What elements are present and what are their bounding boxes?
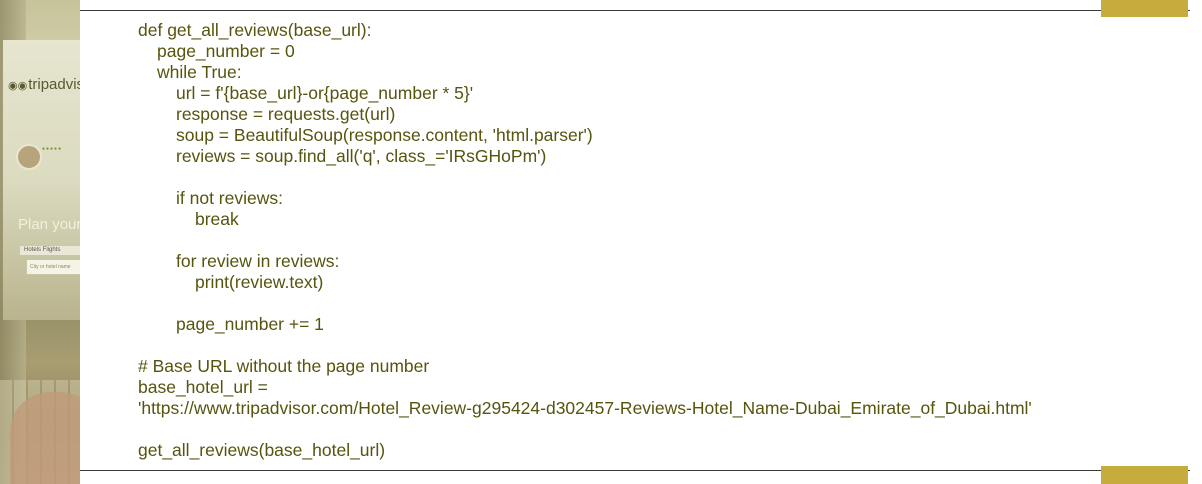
code-line: url = f'{base_url}-or{page_number * 5}' <box>176 83 474 103</box>
code-line <box>138 167 1032 188</box>
code-line: reviews = soup.find_all('q', class_='IRs… <box>176 146 547 166</box>
code-line <box>138 293 1032 314</box>
code-block: def get_all_reviews(base_url): page_numb… <box>138 20 1032 461</box>
background-photo: ◉◉tripadvis ●●●●● Plan your Hotels Fligh… <box>0 0 80 484</box>
code-line: page_number += 1 <box>176 314 324 334</box>
code-line <box>138 230 1032 251</box>
top-accent-bar <box>1101 0 1188 17</box>
code-line: page_number = 0 <box>157 41 295 61</box>
code-line: for review in reviews: <box>176 251 340 271</box>
code-line: get_all_reviews(base_hotel_url) <box>138 440 386 460</box>
code-line: if not reviews: <box>176 188 283 208</box>
hand <box>10 392 80 484</box>
logo-text: tripadvis <box>28 76 80 93</box>
code-line: soup = BeautifulSoup(response.content, '… <box>176 125 593 145</box>
code-line <box>138 335 1032 356</box>
avatar <box>16 144 42 170</box>
photo-tabs: Hotels Flights <box>20 246 80 255</box>
tripadvisor-logo: ◉◉tripadvis <box>8 76 80 93</box>
top-rule <box>80 10 1190 11</box>
code-line <box>138 419 1032 440</box>
photo-search-field: City or hotel name <box>26 259 80 275</box>
code-line: base_hotel_url = <box>138 377 268 397</box>
bottom-rule <box>80 470 1190 471</box>
owl-eyes-icon: ◉◉ <box>8 80 28 92</box>
code-line: break <box>195 209 239 229</box>
code-line: print(review.text) <box>195 272 324 292</box>
code-line: response = requests.get(url) <box>176 104 396 124</box>
code-line: 'https://www.tripadvisor.com/Hotel_Revie… <box>138 398 1032 418</box>
code-line: while True: <box>157 62 242 82</box>
bottom-accent-bar <box>1101 466 1188 484</box>
photo-heading: Plan your <box>18 216 80 233</box>
code-line: # Base URL without the page number <box>138 356 430 376</box>
code-line: def get_all_reviews(base_url): <box>138 20 372 40</box>
rating-icon: ●●●●● <box>42 146 63 152</box>
